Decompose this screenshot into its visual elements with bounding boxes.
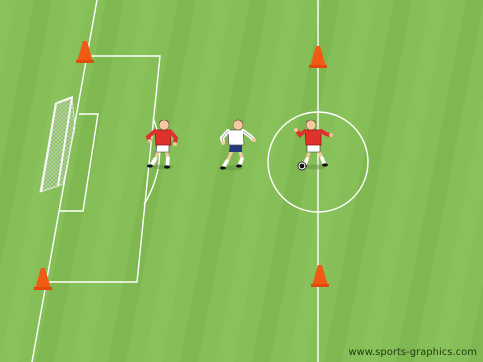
ball-icon: [298, 162, 306, 170]
watermark-text: www.sports-graphics.com: [348, 347, 477, 358]
